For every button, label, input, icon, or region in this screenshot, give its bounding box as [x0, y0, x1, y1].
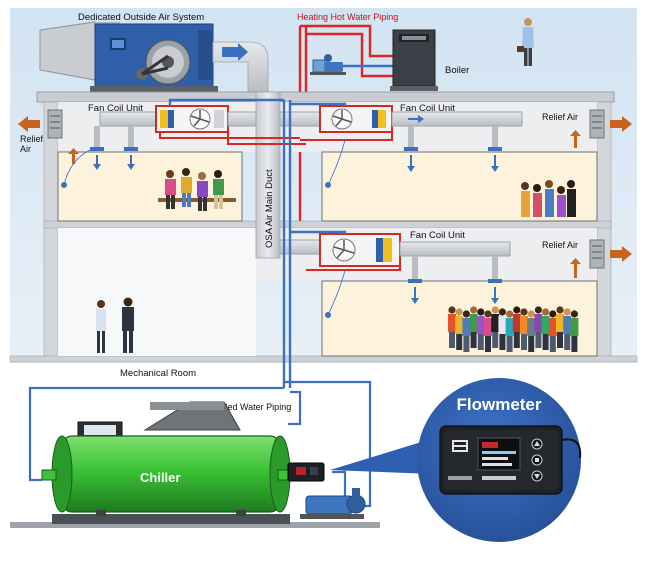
flowmeter-title: Flowmeter — [456, 395, 541, 414]
crowd-person — [563, 308, 572, 350]
roof-slab — [36, 91, 615, 103]
crowd-person — [556, 306, 564, 348]
supply-down-arrows — [93, 155, 499, 304]
floor-slab-2 — [43, 220, 612, 229]
relief-left-label-1: Relief — [20, 134, 44, 144]
doas-discharge-arrow — [222, 43, 248, 61]
fcu-coil-feeds — [159, 132, 401, 271]
crowd-person — [520, 308, 528, 350]
thermostat-icon — [61, 139, 346, 318]
crowd-person — [534, 306, 543, 348]
osa-duct-label: OSA Air Main Duct — [264, 169, 275, 248]
pump-icon — [300, 488, 366, 519]
right-wall — [596, 101, 612, 358]
left-wall — [43, 101, 59, 358]
doas-unit — [39, 21, 218, 92]
chilled-piping-label: Chilled Water Piping — [210, 402, 291, 412]
crowd-person — [455, 308, 464, 350]
crowd-person — [541, 308, 550, 350]
people-group-top-left — [158, 168, 236, 211]
ground-slab — [9, 355, 638, 363]
people-mechanical-room — [96, 297, 134, 353]
inline-flowmeter-device — [287, 462, 325, 482]
crowd-person — [498, 308, 507, 350]
chiller — [10, 401, 380, 528]
relief-left — [18, 109, 63, 139]
chiller-label: Chiller — [140, 470, 180, 485]
boiler — [390, 29, 438, 91]
fcu-top-left-label: Fan Coil Unit — [88, 103, 143, 114]
room-top-right — [321, 151, 598, 222]
mechanical-room-area — [58, 228, 256, 356]
relief-left-label-2: Air — [20, 144, 31, 154]
room-top-left — [57, 151, 243, 222]
fcu-middle-label: Fan Coil Unit — [410, 230, 465, 241]
fcu-middle — [279, 233, 511, 283]
fcu-top-right-label: Fan Coil Unit — [400, 103, 455, 114]
relief-middle-right-label: Relief Air — [542, 240, 578, 250]
fcu-top-right — [279, 105, 523, 151]
relief-up-arrow-left — [68, 148, 79, 164]
crowd-person — [484, 310, 492, 352]
crowd-person — [505, 310, 514, 352]
crowd-person — [570, 310, 579, 352]
boiler-label: Boiler — [445, 65, 469, 76]
crowd-person — [548, 310, 557, 352]
crowd-person — [491, 306, 500, 348]
flowmeter-callout-pointer — [330, 440, 432, 474]
chilled-water-riser — [168, 98, 347, 388]
mechanical-room-label: Mechanical Room — [120, 368, 196, 379]
relief-top-right — [570, 109, 632, 148]
crowd-person — [527, 310, 536, 352]
heating-piping-label: Heating Hot Water Piping — [297, 12, 398, 22]
crowd-person — [476, 308, 485, 350]
crowd-person — [512, 306, 521, 348]
people-group-top-right — [521, 180, 576, 217]
relief-middle-right — [570, 239, 632, 278]
boiler-pump — [310, 54, 346, 75]
people-crowd-middle-right — [448, 306, 579, 352]
crowd-person — [469, 306, 478, 348]
osa-main-duct — [255, 91, 281, 259]
crowd-person — [462, 310, 471, 352]
crowd-person — [448, 306, 456, 348]
relief-top-right-label: Relief Air — [542, 112, 578, 122]
person-icon — [517, 18, 534, 66]
fcu-top-left — [90, 105, 257, 151]
doas-label: Dedicated Outside Air System — [78, 12, 204, 23]
flowmeter-device — [439, 425, 582, 495]
